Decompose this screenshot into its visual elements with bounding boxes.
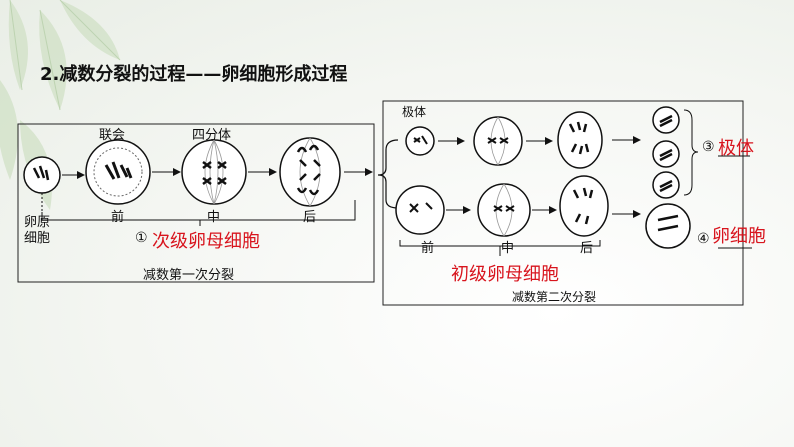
label-lianhui: 联会 <box>99 128 126 143</box>
polar-body-1 <box>652 106 680 134</box>
label-prophase1: 前 <box>111 210 125 225</box>
label-anaphase1: 后 <box>303 210 317 225</box>
answer3-number: ③ <box>702 139 715 155</box>
polar-anaphase2-cell <box>557 111 603 169</box>
label-oogonium: 卵原 细胞 <box>24 215 51 246</box>
anaphase1-cell <box>279 137 341 207</box>
answer3-text: 极体 <box>718 138 754 159</box>
metaphase1-cell <box>181 139 247 205</box>
label-sifenti: 四分体 <box>192 128 232 143</box>
prophase1-cell <box>85 139 151 205</box>
answer1-text: 次级卵母细胞 <box>152 231 260 252</box>
label-metaphase2: 中 <box>501 241 515 256</box>
caption-meiosis1: 减数第一次分裂 <box>143 268 235 283</box>
polar-body-3 <box>652 171 680 199</box>
polar-body-cell <box>405 126 435 156</box>
label-prophase2: 前 <box>421 241 435 256</box>
oocyte-metaphase2-cell <box>477 183 531 237</box>
label-polar-body-small: 极体 <box>402 105 427 119</box>
answer2-text: 初级卵母细胞 <box>451 264 559 285</box>
label-metaphase1: 中 <box>207 210 221 225</box>
polar-body-2 <box>652 140 680 168</box>
oocyte-anaphase2-cell <box>559 175 609 237</box>
answer4-number: ④ <box>697 231 710 247</box>
egg-cell <box>645 203 691 249</box>
secondary-oocyte-cell <box>395 185 445 235</box>
polar-metaphase2-cell <box>473 116 523 166</box>
answer1-number: ① <box>135 230 148 246</box>
answer4-text: 卵细胞 <box>712 226 766 247</box>
caption-meiosis2: 减数第二次分裂 <box>512 290 597 304</box>
meiosis2-frame <box>382 100 744 306</box>
oogonium-cell <box>23 156 61 194</box>
page-title: 2.减数分裂的过程——卵细胞形成过程 <box>40 64 348 85</box>
label-anaphase2: 后 <box>580 241 594 256</box>
meiosis1-frame <box>17 123 375 283</box>
